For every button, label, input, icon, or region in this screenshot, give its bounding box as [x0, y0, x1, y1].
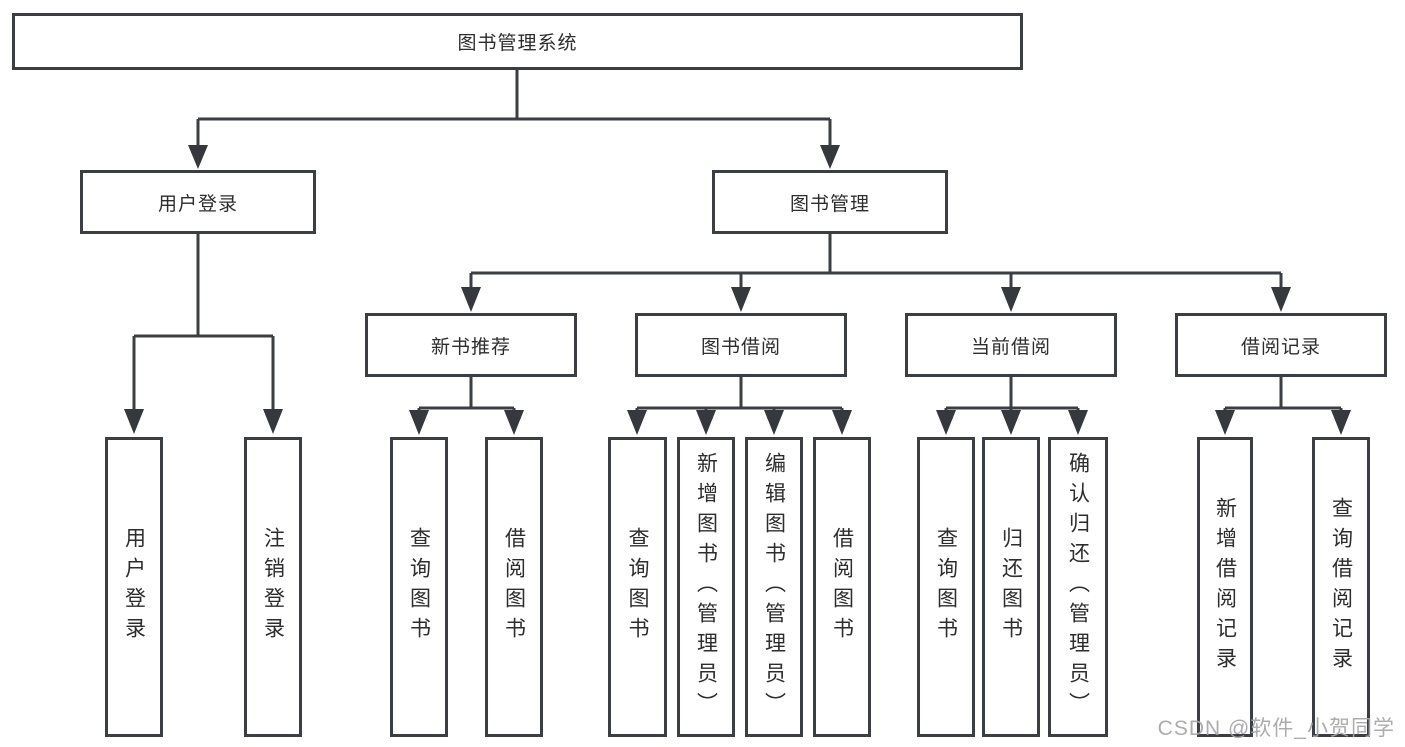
node-current-borrowing: 当前借阅: [905, 313, 1117, 377]
leaf-user-login: 用户登录: [105, 437, 163, 737]
node-book-borrowing: 图书借阅: [635, 313, 847, 377]
leaf-nbr-borrow-books: 借阅图书: [485, 437, 543, 737]
leaf-bb-borrow-books-label: 借阅图书: [830, 527, 854, 647]
leaf-nbr-borrow-books-label: 借阅图书: [502, 527, 526, 647]
node-user-login: 用户登录: [80, 170, 316, 234]
leaf-cb-confirm-return-admin: 确认归还（管理员）: [1048, 437, 1108, 737]
node-book-management-label: 图书管理: [789, 193, 870, 215]
connector-borrow-record-to-children: [1215, 377, 1351, 435]
node-new-book-recommend: 新书推荐: [365, 313, 577, 377]
leaf-cb-return-books-label: 归还图书: [999, 527, 1023, 647]
leaf-bb-edit-books-admin: 编辑图书（管理员）: [745, 437, 803, 737]
connector-root-to-level2: [188, 69, 840, 169]
leaf-br-add-record: 新增借阅记录: [1197, 437, 1253, 737]
node-current-borrowing-label: 当前借阅: [970, 336, 1051, 358]
csdn-watermark: CSDN @软件_小贺同学: [1157, 717, 1395, 740]
connector-user-login-to-children: [124, 233, 283, 434]
connector-book-mgmt-to-children: [461, 233, 1291, 312]
leaf-br-query-record-label: 查询借阅记录: [1329, 497, 1353, 677]
leaf-cb-return-books: 归还图书: [982, 437, 1040, 737]
leaf-bb-borrow-books: 借阅图书: [813, 437, 871, 737]
node-borrowing-records: 借阅记录: [1175, 313, 1387, 377]
connector-new-book-rec-to-children: [409, 377, 524, 435]
node-book-borrowing-label: 图书借阅: [700, 336, 781, 358]
leaf-nbr-query-books-label: 查询图书: [407, 527, 431, 647]
leaf-bb-add-books-admin: 新增图书（管理员）: [677, 437, 735, 737]
node-root-system: 图书管理系统: [12, 13, 1023, 70]
node-new-book-recommend-label: 新书推荐: [430, 336, 511, 358]
leaf-br-add-record-label: 新增借阅记录: [1213, 497, 1237, 677]
node-root-system-label: 图书管理系统: [457, 33, 578, 54]
leaf-bb-edit-books-admin-label: 编辑图书（管理员）: [762, 452, 786, 722]
leaf-nbr-query-books: 查询图书: [390, 437, 448, 737]
node-borrowing-records-label: 借阅记录: [1240, 336, 1321, 358]
node-user-login-label: 用户登录: [157, 193, 238, 215]
leaf-logout-label: 注销登录: [261, 527, 285, 647]
connector-current-borrow-to-children: [936, 377, 1088, 435]
connector-book-borrow-to-children: [627, 377, 852, 435]
leaf-bb-query-books-label: 查询图书: [626, 527, 649, 647]
leaf-user-login-label: 用户登录: [122, 527, 146, 647]
leaf-cb-confirm-return-admin-label: 确认归还（管理员）: [1066, 452, 1090, 722]
leaf-bb-query-books: 查询图书: [608, 437, 667, 737]
node-book-management: 图书管理: [712, 170, 948, 234]
leaf-cb-query-books-label: 查询图书: [934, 527, 958, 647]
leaf-bb-add-books-admin-label: 新增图书（管理员）: [694, 452, 718, 722]
leaf-logout: 注销登录: [244, 437, 302, 737]
leaf-cb-query-books: 查询图书: [917, 437, 975, 737]
leaf-br-query-record: 查询借阅记录: [1312, 437, 1370, 737]
